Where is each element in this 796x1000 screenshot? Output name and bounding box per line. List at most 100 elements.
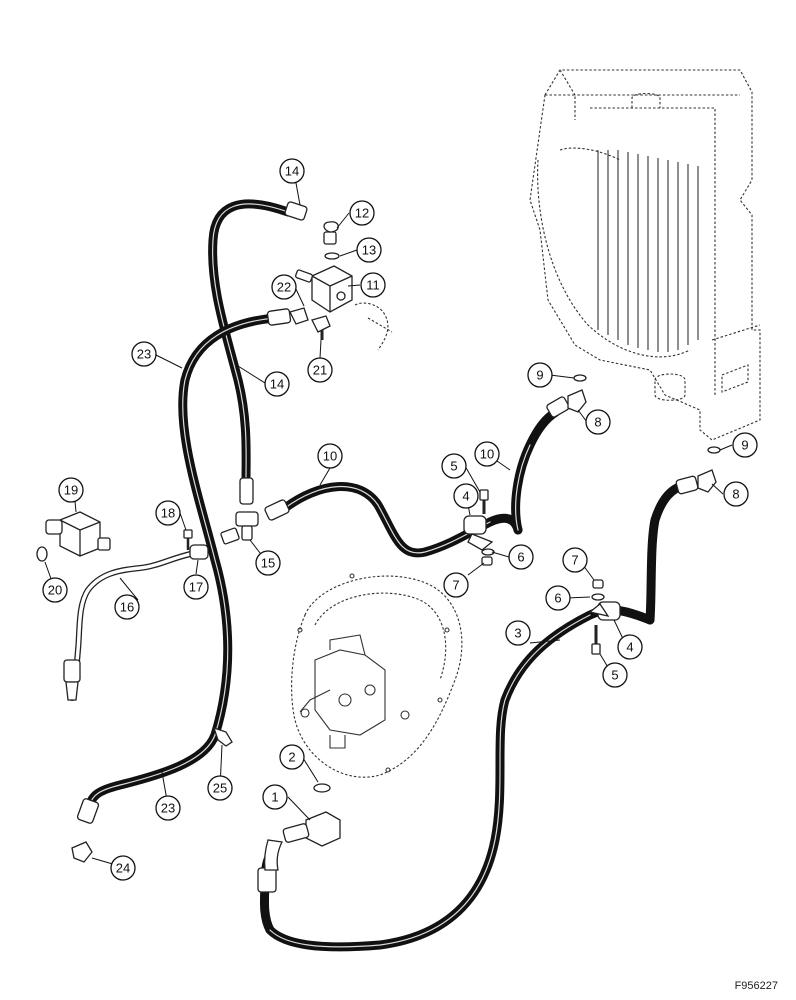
washer-6-right [591, 593, 605, 601]
callout-14-lower: 14 [264, 371, 290, 397]
elbow-8-lower [697, 469, 717, 493]
callout-21: 21 [307, 357, 333, 383]
svg-text:3: 3 [514, 626, 521, 641]
svg-text:25: 25 [213, 781, 227, 796]
svg-text:24: 24 [116, 861, 130, 876]
callout-17: 17 [183, 574, 209, 600]
fitting-24 [71, 841, 93, 863]
svg-text:8: 8 [594, 415, 601, 430]
callout-8-upper: 8 [585, 409, 611, 435]
callout-18: 18 [155, 500, 181, 526]
callout-6-center: 6 [508, 544, 534, 570]
svg-text:6: 6 [554, 591, 561, 606]
bolt-5-right [591, 625, 601, 655]
callout-13: 13 [356, 237, 382, 263]
radiator-cap [631, 92, 661, 108]
hose-3 [257, 475, 699, 952]
elbow-8-upper [567, 389, 587, 413]
callout-23-lower: 23 [155, 795, 181, 821]
callout-6-right: 6 [545, 585, 571, 611]
tee-fitting-15 [220, 511, 259, 545]
clip-25 [212, 726, 233, 747]
svg-text:15: 15 [261, 556, 275, 571]
svg-text:4: 4 [462, 489, 469, 504]
o-ring-9-lower [707, 446, 721, 454]
callout-8-lower: 8 [723, 481, 749, 507]
o-ring-13 [324, 252, 340, 260]
callout-14-upper: 14 [279, 158, 305, 184]
radiator-assembly [529, 69, 761, 441]
callout-2: 2 [279, 744, 305, 770]
callout-15: 15 [255, 550, 281, 576]
svg-text:13: 13 [362, 243, 376, 258]
radiator-outlet [654, 373, 686, 401]
svg-text:10: 10 [323, 449, 337, 464]
callout-10-upper: 10 [474, 441, 500, 467]
svg-text:8: 8 [732, 487, 739, 502]
transmission-housing [291, 573, 463, 778]
svg-text:9: 9 [741, 438, 748, 453]
svg-text:17: 17 [189, 580, 203, 595]
callout-25: 25 [207, 775, 233, 801]
fitting-21 [311, 315, 331, 340]
callout-9-lower: 9 [732, 432, 758, 458]
tube-16 [63, 549, 203, 701]
svg-text:14: 14 [285, 164, 299, 179]
hose-14 [208, 199, 308, 505]
elbow-fitting-1 [263, 811, 341, 871]
bolt-18 [183, 529, 193, 550]
callout-4-center: 4 [453, 483, 479, 509]
o-ring-2 [313, 783, 331, 793]
svg-text:23: 23 [161, 801, 175, 816]
callout-5-center: 5 [441, 453, 467, 479]
callout-1: 1 [262, 784, 288, 810]
svg-text:11: 11 [366, 278, 380, 293]
valve-19 [45, 511, 111, 557]
svg-text:6: 6 [517, 550, 524, 565]
svg-text:4: 4 [626, 640, 633, 655]
svg-text:21: 21 [313, 363, 327, 378]
callout-11: 11 [360, 272, 386, 298]
hose-10-center [264, 482, 523, 558]
callout-7-right: 7 [562, 547, 588, 573]
figure-code: F956227 [734, 980, 778, 992]
callout-22: 22 [271, 274, 297, 300]
svg-text:9: 9 [536, 368, 543, 383]
o-ring-20 [36, 546, 48, 562]
callout-19: 19 [58, 477, 84, 503]
hose-23 [76, 308, 292, 824]
radiator-core [597, 150, 699, 352]
nut-7-center [481, 556, 493, 566]
clamp-17 [189, 544, 209, 560]
nut-7-right [592, 579, 604, 589]
clamp-4-right [588, 601, 621, 621]
radiator-bracket-slot [721, 364, 749, 393]
svg-text:12: 12 [355, 206, 369, 221]
svg-text:18: 18 [161, 506, 175, 521]
svg-text:10: 10 [480, 447, 494, 462]
existing-lines-ghost [354, 302, 393, 351]
callout-20: 20 [42, 577, 68, 603]
svg-text:5: 5 [611, 668, 618, 683]
callout-10-center: 10 [317, 443, 343, 469]
callout-23-upper: 23 [131, 341, 157, 367]
callout-12: 12 [349, 200, 375, 226]
callout-3: 3 [505, 620, 531, 646]
svg-text:5: 5 [450, 459, 457, 474]
svg-text:14: 14 [270, 377, 284, 392]
svg-text:16: 16 [120, 600, 134, 615]
svg-text:2: 2 [288, 750, 295, 765]
clamp-4-center [463, 515, 494, 551]
callout-5-right: 5 [602, 662, 628, 688]
svg-text:20: 20 [48, 583, 62, 598]
svg-text:23: 23 [137, 347, 151, 362]
o-ring-9-upper [573, 374, 587, 382]
callout-24: 24 [110, 855, 136, 881]
valve-block-11 [295, 265, 353, 313]
callout-16: 16 [114, 594, 140, 620]
svg-text:7: 7 [452, 578, 459, 593]
fitting-22 [289, 307, 309, 325]
callout-9-upper: 9 [527, 362, 553, 388]
